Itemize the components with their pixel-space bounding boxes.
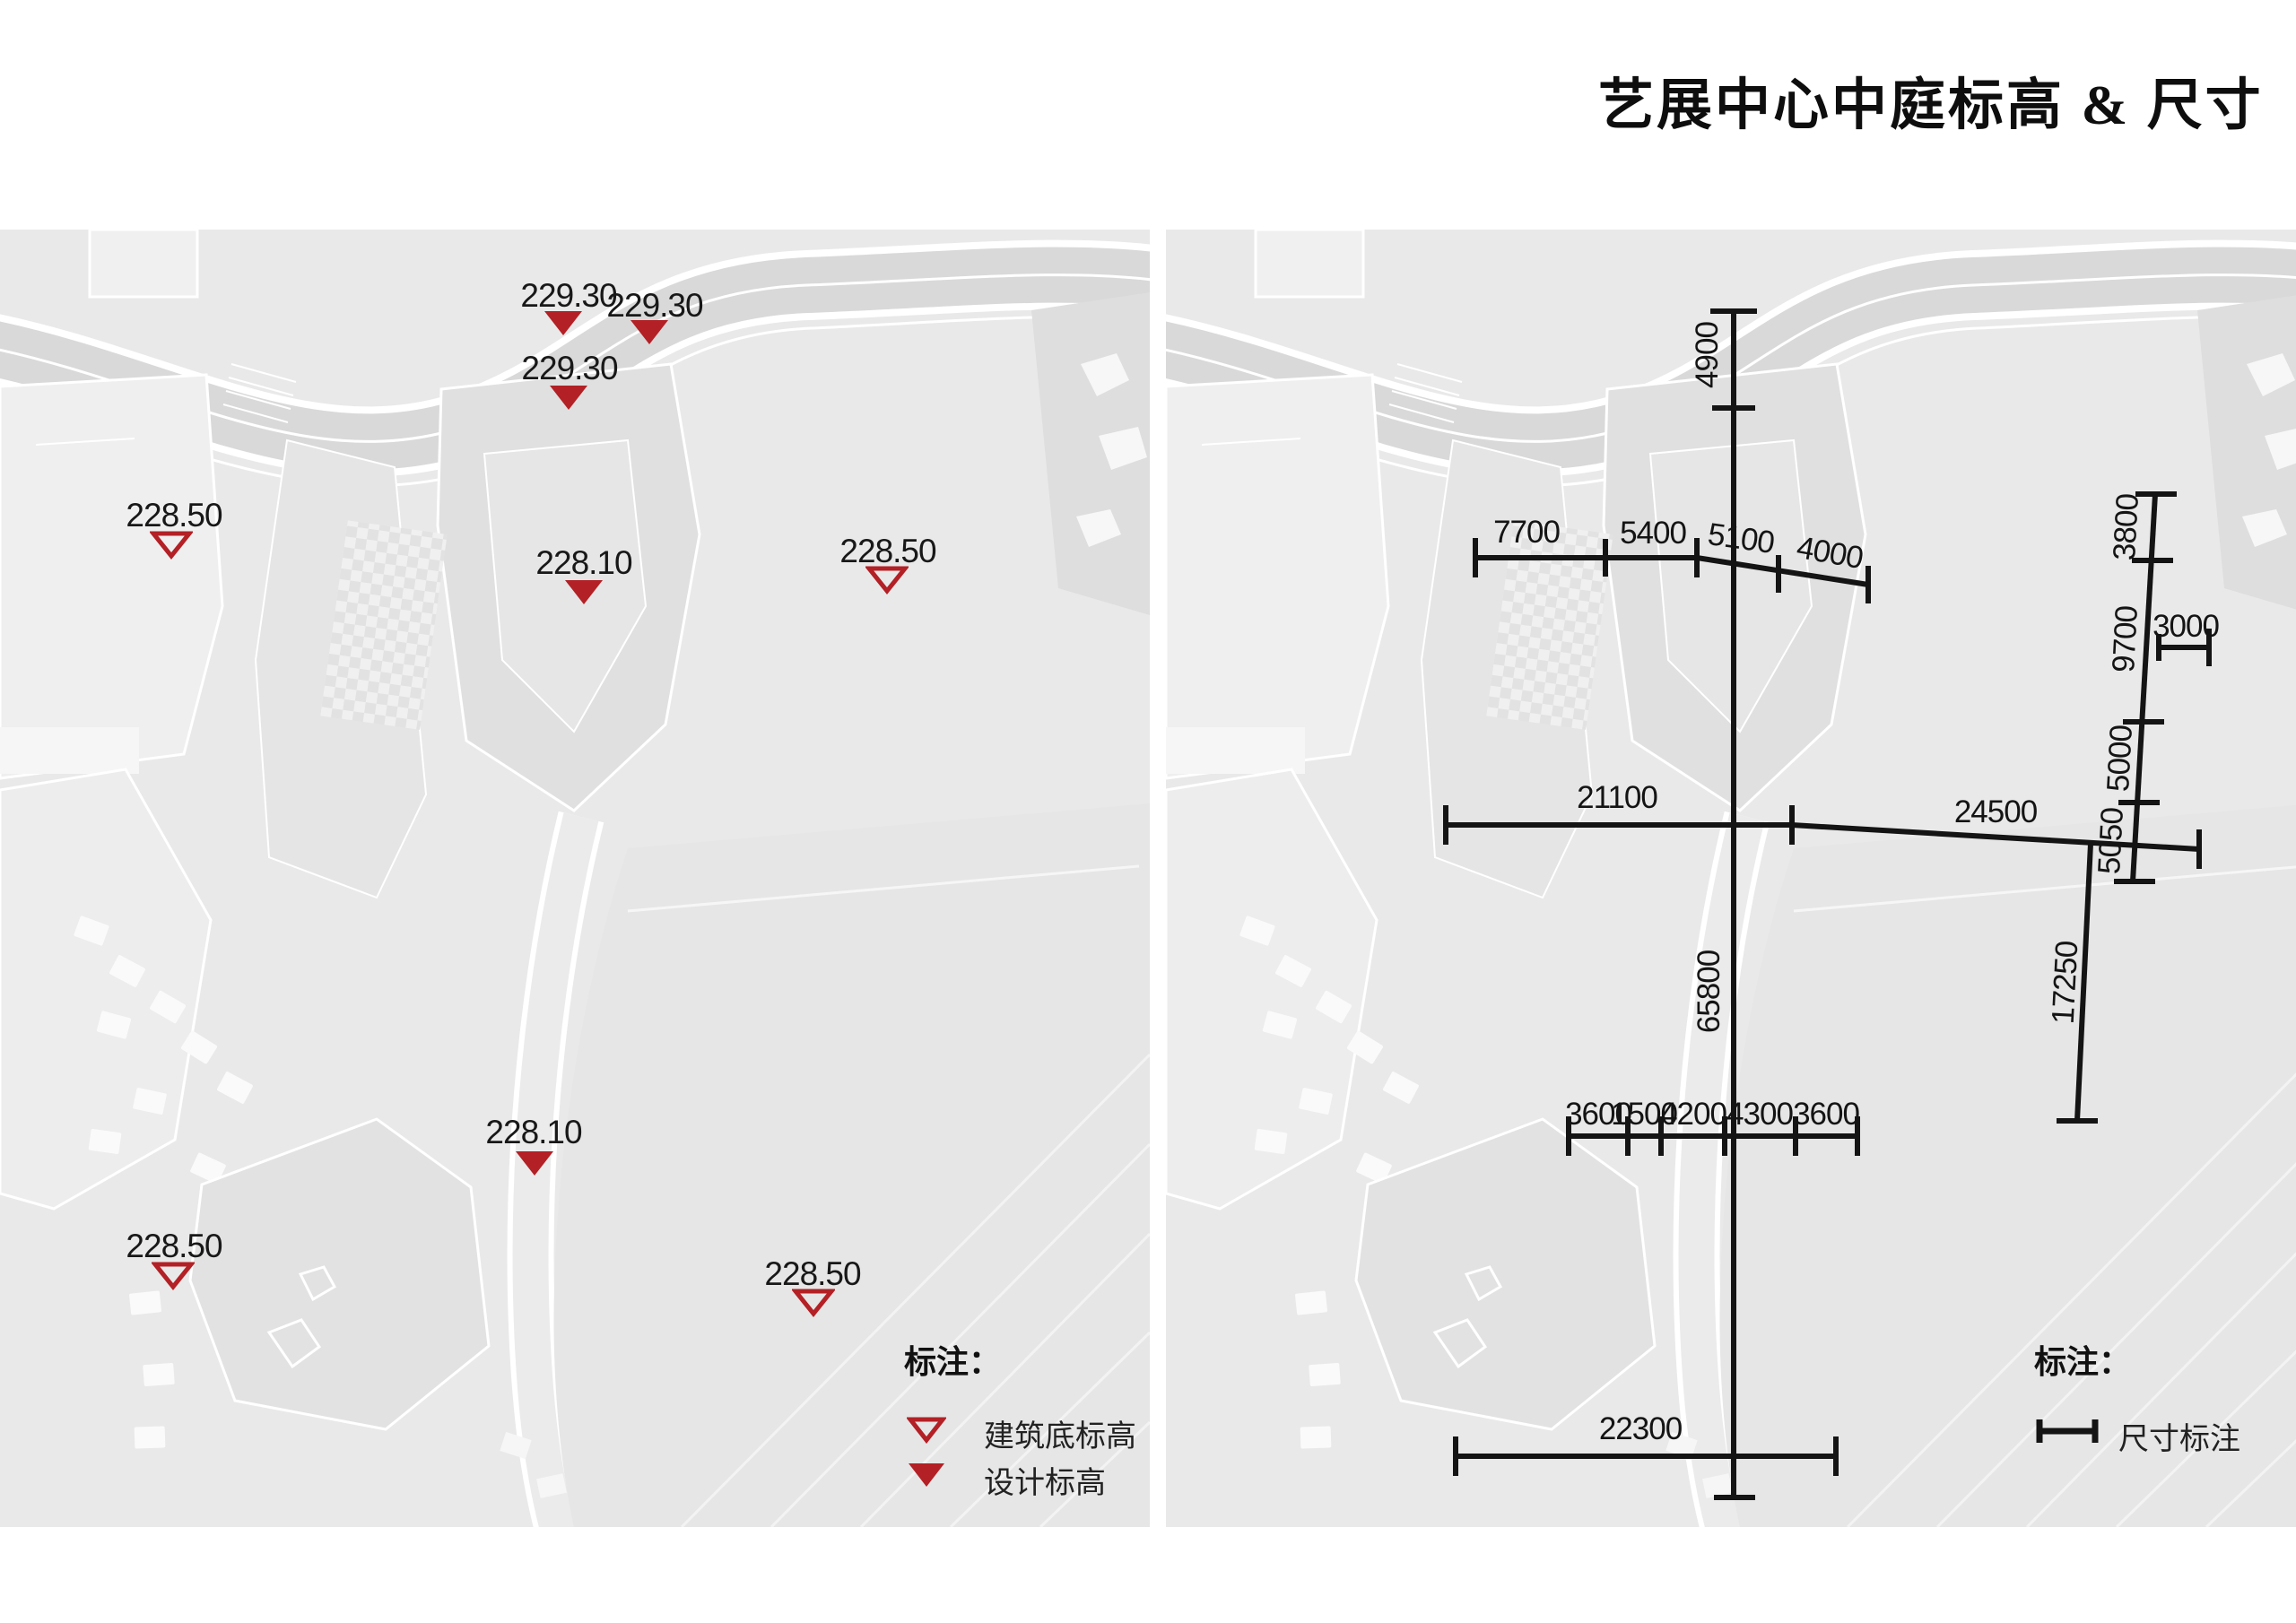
elevation-value: 228.50 xyxy=(764,1255,861,1292)
dimension-label: 65800 xyxy=(1692,950,1726,1034)
building-bottom-elevation-icon xyxy=(150,1260,196,1291)
building-bottom-elevation-icon xyxy=(790,1287,837,1318)
design-elevation-icon xyxy=(629,317,670,346)
elevation-value: 228.50 xyxy=(839,533,936,569)
elevation-value: 228.10 xyxy=(535,544,632,581)
design-elevation-icon xyxy=(514,1149,555,1177)
left-legend-label: 建筑底标高 xyxy=(984,1419,1136,1454)
right-legend-heading: 标注： xyxy=(2034,1343,2132,1380)
dimension-label: 3600 xyxy=(1565,1097,1632,1132)
elevation-value: 229.30 xyxy=(606,287,703,324)
dimension-label: 4300 xyxy=(1726,1097,1794,1132)
elevation-value: 228.10 xyxy=(485,1114,582,1150)
dimension-label: 3000 xyxy=(2152,609,2220,644)
design-elevation-icon xyxy=(563,577,604,606)
left-legend-heading: 标注： xyxy=(904,1343,1002,1380)
design-elevation-icon xyxy=(548,383,589,412)
left-siteplan-background xyxy=(0,230,1150,1527)
building-bottom-elevation-icon xyxy=(864,564,910,595)
elevation-value: 228.50 xyxy=(126,1228,222,1264)
dimension-label: 5400 xyxy=(1620,516,1687,551)
right-legend-label: 尺寸标注 xyxy=(2118,1422,2240,1456)
elevation-value: 229.30 xyxy=(521,350,618,386)
design-elevation-icon xyxy=(543,308,584,337)
dimension-line-icon xyxy=(2035,1417,2100,1445)
dimension-label: 4900 xyxy=(1690,322,1725,388)
dimension-label: 5050 xyxy=(2092,807,2130,875)
dimension-label: 24500 xyxy=(1953,794,2038,829)
dimension-label: 9700 xyxy=(2106,605,2144,673)
dimension-label: 21100 xyxy=(1577,780,1658,815)
dimension-label: 3800 xyxy=(2107,493,2145,561)
dimension-label: 4200 xyxy=(1660,1097,1727,1132)
dimension-label: 1500 xyxy=(1611,1097,1678,1132)
building-bottom-elevation-icon xyxy=(148,529,195,560)
dimension-label: 3600 xyxy=(1793,1097,1860,1132)
building-bottom-elevation-icon xyxy=(905,1415,948,1445)
left-legend-label: 设计标高 xyxy=(984,1466,1106,1500)
design-elevation-icon xyxy=(907,1461,946,1489)
elevation-value: 228.50 xyxy=(126,497,222,534)
page-title: 艺展中心中庭标高 & 尺寸 xyxy=(1598,75,2264,136)
dimension-label: 22300 xyxy=(1598,1411,1683,1446)
dimension-label: 17250 xyxy=(2045,940,2085,1026)
elevation-value: 229.30 xyxy=(520,277,617,314)
dimension-label: 5000 xyxy=(2100,725,2139,793)
dimension-label: 7700 xyxy=(1493,515,1561,550)
right-siteplan-background xyxy=(1166,230,2296,1527)
